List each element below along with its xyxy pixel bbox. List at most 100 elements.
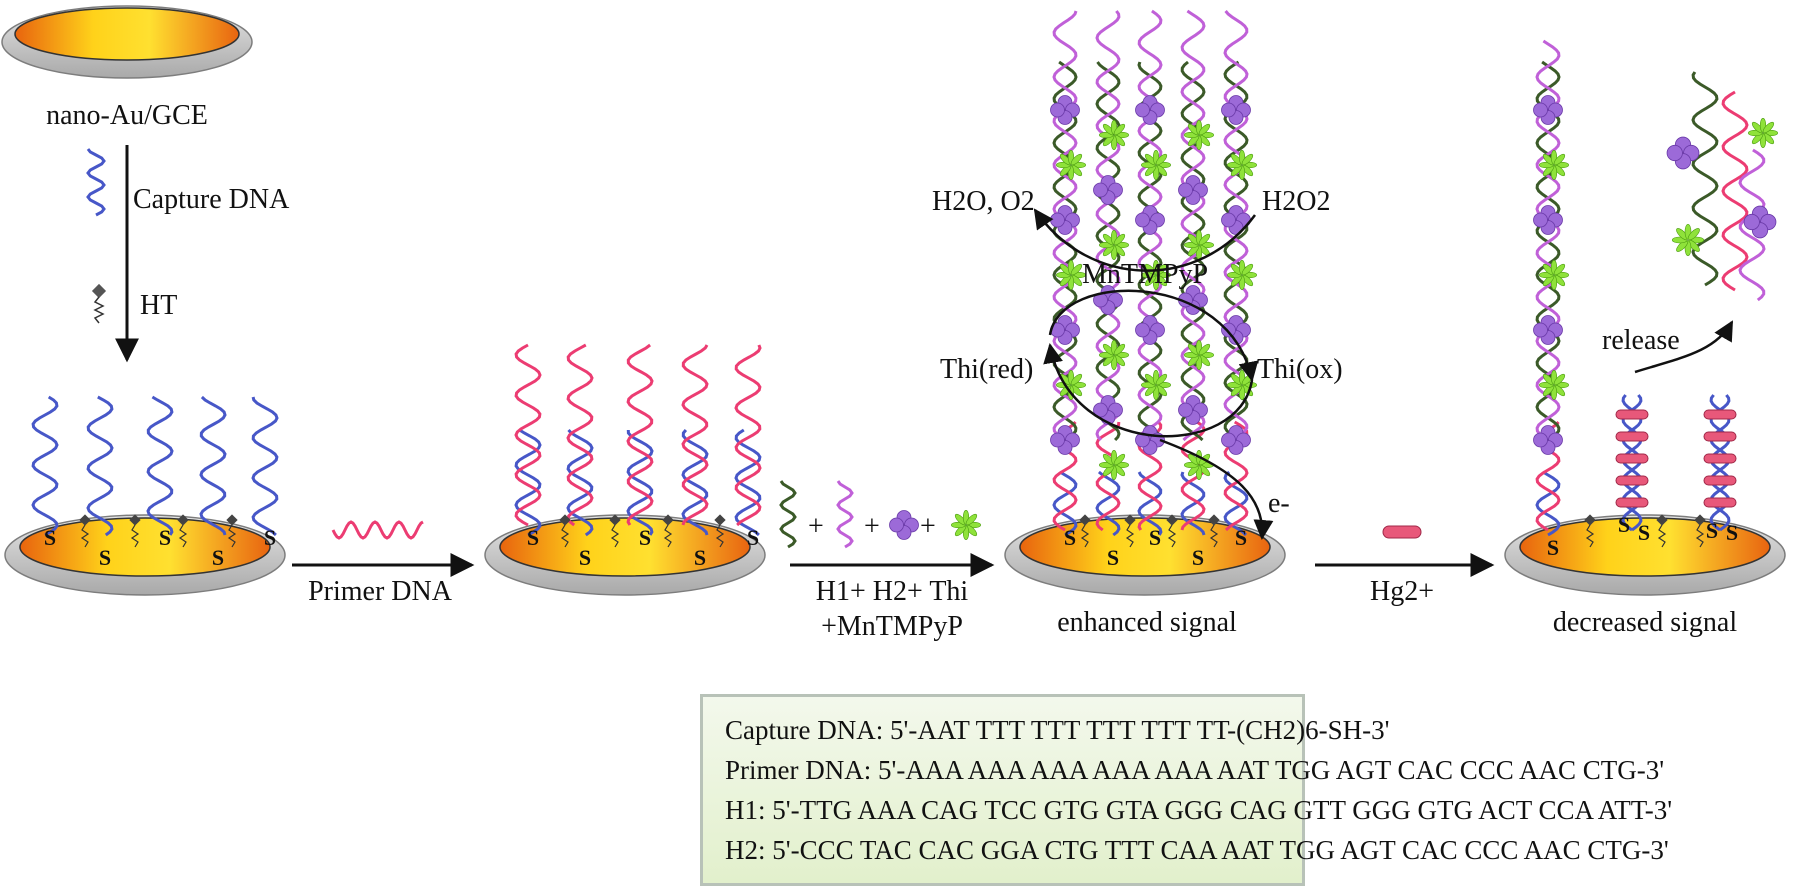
mntmpyp-molecule (1666, 136, 1700, 170)
capture-dna-strand (681, 429, 709, 536)
released-primer-strand (1721, 90, 1749, 292)
ht-chain (130, 524, 140, 548)
thiol-label: S (579, 545, 591, 570)
sequence-h2-value: : 5'-CCC TAC CAC GGA CTG TTT CAA AAT TGG… (758, 835, 1669, 865)
ht-molecule (1166, 514, 1178, 526)
ht-chain (1125, 524, 1135, 548)
legend-plus-1: + (808, 511, 824, 542)
label-products: H2O, O2 (932, 186, 1035, 217)
ht-molecule (177, 514, 189, 526)
dna-strands (31, 9, 1766, 537)
mntmpyp-molecule (1135, 95, 1165, 125)
mercury-ion (1615, 431, 1649, 442)
primer-dna-strand (734, 344, 762, 527)
thiol-label: S (1618, 512, 1630, 537)
legend-h1-strand (779, 480, 797, 549)
thionine-molecule (1099, 449, 1129, 481)
capture-dna-strand (514, 428, 542, 537)
label-reagents-line-2: +MnTMPyP (821, 611, 963, 642)
electrode-capture (4, 514, 286, 596)
primer-dna-icon (331, 520, 424, 540)
capture-dna-icon (86, 148, 106, 217)
thiol-label: S (1726, 520, 1738, 545)
legend-plus-3: + (920, 511, 936, 542)
thiol-label: S (527, 525, 539, 550)
released-h2-strand (1738, 148, 1766, 302)
ht-molecule (1208, 514, 1220, 526)
thiol-label: S (1235, 525, 1247, 550)
mercury-ion (1703, 453, 1737, 464)
thionine-molecule (1539, 150, 1569, 180)
mercury-ion (1703, 475, 1737, 486)
h1-strand (1223, 60, 1249, 442)
capture-dna-strand (146, 395, 174, 536)
ht-molecule (662, 514, 674, 526)
ht-molecule (226, 514, 238, 526)
electrode-decreased (1504, 514, 1786, 596)
sequence-capture: Capture DNA: 5'-AAT TTT TTT TTT TTT TT-(… (725, 715, 1389, 746)
mntmpyp-molecule (1221, 425, 1251, 455)
mntmpyp-molecule (1533, 315, 1563, 345)
mntmpyp-molecule (1093, 395, 1123, 425)
mntmpyp-molecule (1135, 315, 1165, 345)
sequence-h2-name: H2 (725, 835, 758, 865)
capture-dna-strand (566, 428, 594, 537)
thiol-label: S (1064, 525, 1076, 550)
ht-chain (560, 524, 570, 548)
mntmpyp-molecule (1135, 205, 1165, 235)
thiol-label: S (1706, 518, 1718, 543)
thionine-molecule (950, 509, 982, 541)
legend-plus-2: + (864, 511, 880, 542)
mntmpyp-molecule (1221, 315, 1251, 345)
mercury-ion (1703, 497, 1737, 508)
h2-strand (1180, 9, 1206, 442)
thiol-label: S (1192, 545, 1204, 570)
thionine-molecule (1227, 259, 1257, 291)
label-capture-dna: Capture DNA (133, 184, 290, 215)
thionine-molecule (1141, 259, 1171, 291)
release-arrow (1634, 320, 1734, 374)
reagent-legend: + + + (779, 480, 982, 549)
sequence-h1: H1: 5'-TTG AAA CAG TCC GTG GTA GGG CAG G… (725, 795, 1672, 826)
sequence-capture-name: Capture DNA (725, 715, 876, 745)
ht-chain (1080, 524, 1090, 548)
sequence-primer: Primer DNA: 5'-AAA AAA AAA AAA AAA AAT T… (725, 755, 1664, 786)
label-primer-dna: Primer DNA (308, 576, 453, 607)
label-release: release (1602, 325, 1680, 356)
mercury-ion (1615, 409, 1649, 420)
ht-molecule (1656, 514, 1668, 526)
thiol-label: S (747, 525, 759, 550)
mntmpyp-molecule (1221, 95, 1251, 125)
thiol-label: S (212, 545, 224, 570)
thionine-molecule (1539, 259, 1569, 291)
cycle-arrow-upper (1033, 208, 1257, 272)
mntmpyp-molecule (1093, 175, 1123, 205)
label-peroxide: H2O2 (1262, 186, 1330, 217)
primer-dna-strand (1095, 421, 1121, 532)
cycle-arrow-middle-bottom (1043, 343, 1254, 438)
sequence-h1-value: : 5'-TTG AAA CAG TCC GTG GTA GGG CAG GTT… (758, 795, 1673, 825)
ht-chain (1585, 524, 1595, 548)
label-ht: HT (140, 290, 177, 321)
mercury-ion (1703, 431, 1737, 442)
ht-molecule (609, 514, 621, 526)
legend-thionine-icon (950, 509, 982, 541)
thionine-molecule (1056, 369, 1086, 401)
mntmpyp-molecule (1533, 205, 1563, 235)
thionine-molecule (1539, 369, 1569, 401)
label-reagents-line-1: H1+ H2+ Thi (816, 576, 969, 607)
ht-molecule-icon (91, 283, 107, 324)
mntmpyp-molecule (1178, 395, 1208, 425)
ht-chain (1695, 524, 1705, 548)
ht-molecule (1124, 514, 1136, 526)
mercury-ion-icon (1382, 525, 1422, 539)
label-electron: e- (1268, 488, 1290, 519)
ht-molecule (1694, 514, 1706, 526)
thiol-label: S (694, 545, 706, 570)
mntmpyp-molecule (1178, 175, 1208, 205)
capture-dna-strand (86, 395, 114, 537)
thiol-label: S (99, 545, 111, 570)
mercury-ion (1615, 497, 1649, 508)
ht-chain (1167, 524, 1177, 548)
